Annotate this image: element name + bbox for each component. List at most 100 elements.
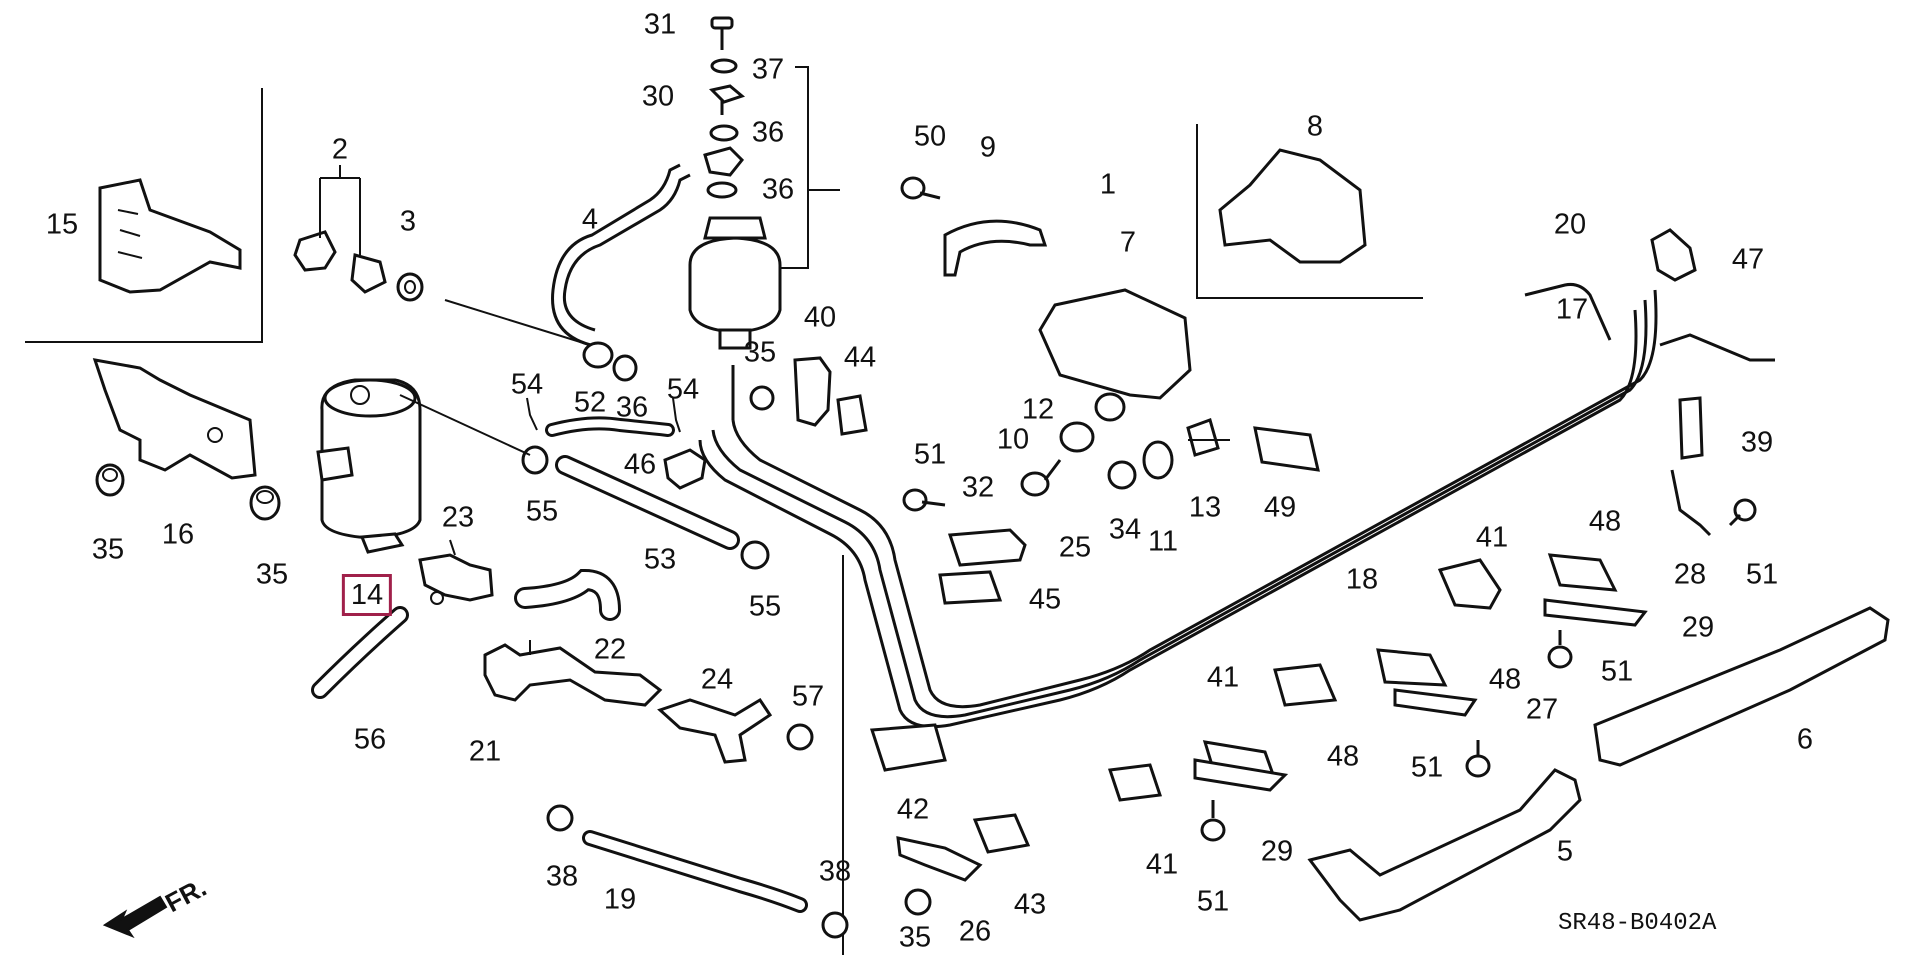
- bracket-15: [98, 178, 242, 294]
- label-part-56[interactable]: 56: [353, 723, 387, 756]
- label-part-36-b[interactable]: 36: [761, 173, 795, 206]
- label-part-9[interactable]: 9: [979, 131, 997, 164]
- label-part-2[interactable]: 2: [331, 133, 349, 166]
- label-part-17[interactable]: 17: [1555, 293, 1589, 326]
- label-part-18[interactable]: 18: [1345, 563, 1379, 596]
- label-part-36-a[interactable]: 36: [751, 116, 785, 149]
- bracket-26: [896, 836, 983, 882]
- hose-53: [555, 455, 740, 550]
- label-part-24[interactable]: 24: [700, 663, 734, 696]
- label-part-38-a[interactable]: 38: [545, 860, 579, 893]
- cover-5: [1307, 768, 1582, 922]
- label-part-22[interactable]: 22: [593, 633, 627, 666]
- clamp-40: [793, 356, 832, 427]
- label-part-55-a[interactable]: 55: [525, 495, 559, 528]
- label-part-46[interactable]: 46: [623, 448, 657, 481]
- label-part-14-highlighted[interactable]: 14: [341, 574, 393, 616]
- label-part-35-b[interactable]: 35: [255, 558, 289, 591]
- clip-13: [1186, 418, 1220, 457]
- label-part-4[interactable]: 4: [581, 203, 599, 236]
- label-part-48-a[interactable]: 48: [1588, 505, 1622, 538]
- label-part-36-c[interactable]: 36: [615, 391, 649, 424]
- label-part-51-a[interactable]: 51: [913, 438, 947, 471]
- label-part-51-d[interactable]: 51: [1410, 751, 1444, 784]
- label-part-12[interactable]: 12: [1021, 393, 1055, 426]
- label-part-41-a[interactable]: 41: [1475, 521, 1509, 554]
- section-box-8: [1196, 124, 1423, 299]
- label-part-32[interactable]: 32: [961, 471, 995, 504]
- label-part-25[interactable]: 25: [1058, 531, 1092, 564]
- label-part-3[interactable]: 3: [399, 205, 417, 238]
- label-part-51-c[interactable]: 51: [1600, 655, 1634, 688]
- label-part-13[interactable]: 13: [1188, 491, 1222, 524]
- bolt-32: [1020, 459, 1062, 497]
- label-part-23[interactable]: 23: [441, 501, 475, 534]
- label-part-52[interactable]: 52: [573, 386, 607, 419]
- grommet-10: [1059, 421, 1095, 453]
- label-part-16[interactable]: 16: [161, 518, 195, 551]
- label-part-51-e[interactable]: 51: [1196, 885, 1230, 918]
- label-part-1[interactable]: 1: [1099, 168, 1117, 201]
- label-part-10[interactable]: 10: [996, 423, 1030, 456]
- washer-37: [710, 58, 738, 74]
- bolt-51-center: [902, 488, 946, 512]
- nut-35-bottom: [904, 888, 932, 916]
- label-part-20[interactable]: 20: [1553, 208, 1587, 241]
- label-part-38-b[interactable]: 38: [818, 855, 852, 888]
- label-part-28[interactable]: 28: [1673, 558, 1707, 591]
- label-part-35-a[interactable]: 35: [91, 533, 125, 566]
- label-part-5[interactable]: 5: [1556, 835, 1574, 868]
- label-part-42[interactable]: 42: [896, 793, 930, 826]
- hose-19: [582, 830, 808, 913]
- label-part-34[interactable]: 34: [1108, 513, 1142, 546]
- label-part-41-c[interactable]: 41: [1145, 848, 1179, 881]
- label-part-39[interactable]: 39: [1740, 426, 1774, 459]
- label-part-26[interactable]: 26: [958, 915, 992, 948]
- label-part-31[interactable]: 31: [643, 8, 677, 41]
- label-part-48-b[interactable]: 48: [1488, 663, 1522, 696]
- fuel-filter-1: [688, 216, 782, 350]
- label-part-47[interactable]: 47: [1731, 243, 1765, 276]
- label-part-11[interactable]: 11: [1147, 525, 1179, 558]
- bracket-21: [483, 640, 663, 707]
- label-part-50[interactable]: 50: [913, 120, 947, 153]
- label-part-45[interactable]: 45: [1028, 583, 1062, 616]
- label-part-29-lower[interactable]: 29: [1260, 835, 1294, 868]
- label-part-27[interactable]: 27: [1525, 693, 1559, 726]
- label-part-30[interactable]: 30: [641, 80, 675, 113]
- label-part-8[interactable]: 8: [1306, 110, 1324, 143]
- grommet-3: [396, 272, 424, 302]
- label-part-40[interactable]: 40: [803, 301, 837, 334]
- label-part-54-b[interactable]: 54: [666, 373, 700, 406]
- label-part-7[interactable]: 7: [1119, 226, 1137, 259]
- leader-3: [444, 299, 591, 346]
- cover-6: [1593, 606, 1890, 767]
- label-part-6[interactable]: 6: [1796, 723, 1814, 756]
- label-part-41-b[interactable]: 41: [1206, 661, 1240, 694]
- label-part-54-a[interactable]: 54: [510, 368, 544, 401]
- label-part-53[interactable]: 53: [643, 543, 677, 576]
- grommet-12: [1094, 392, 1126, 422]
- label-part-35-d[interactable]: 35: [898, 921, 932, 954]
- label-part-55-b[interactable]: 55: [748, 590, 782, 623]
- bracket-27: [1393, 688, 1478, 717]
- label-part-49[interactable]: 49: [1263, 491, 1297, 524]
- canister-14: [316, 378, 422, 554]
- label-part-51-b[interactable]: 51: [1745, 558, 1779, 591]
- label-part-43[interactable]: 43: [1013, 888, 1047, 921]
- bracket-29-lower: [1193, 758, 1289, 792]
- label-part-21[interactable]: 21: [468, 735, 502, 768]
- clip-54-right: [672, 397, 681, 433]
- label-part-35-c[interactable]: 35: [743, 336, 777, 369]
- label-part-57[interactable]: 57: [791, 680, 825, 713]
- label-part-15[interactable]: 15: [45, 208, 79, 241]
- label-part-48-c[interactable]: 48: [1326, 740, 1360, 773]
- label-part-19[interactable]: 19: [603, 883, 637, 916]
- grommet-34: [1107, 460, 1137, 490]
- clamp-55-left: [521, 445, 549, 475]
- label-part-29-top[interactable]: 29: [1681, 611, 1715, 644]
- label-part-37[interactable]: 37: [751, 53, 785, 86]
- bracket-24: [657, 697, 773, 764]
- label-part-44[interactable]: 44: [843, 341, 877, 374]
- bolt-51-right: [1728, 498, 1757, 527]
